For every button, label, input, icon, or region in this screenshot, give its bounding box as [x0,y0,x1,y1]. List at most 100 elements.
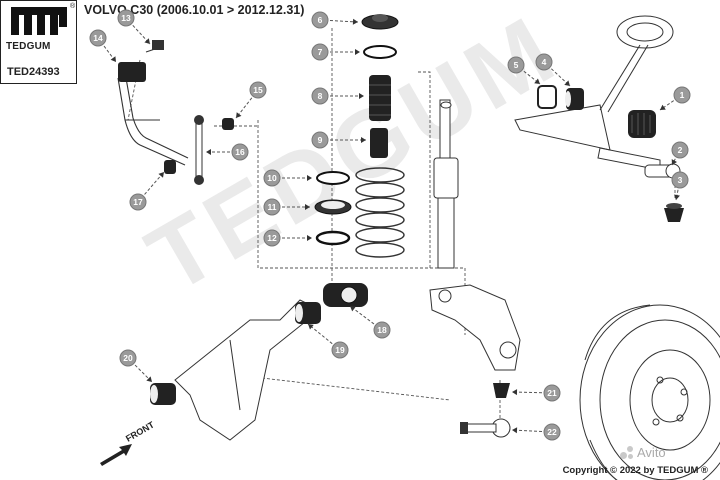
callout-bubble [89,29,107,47]
callout-bubble [231,143,249,161]
steering-knuckle [429,284,521,371]
callout-bubble [507,56,525,74]
callout-number: 18 [377,325,387,335]
part-ball-joint-22 [460,418,511,438]
logo-box: ® TEDGUM TED24393 [0,0,77,84]
front-arrow: FRONT [100,419,156,466]
arrowhead-icon [146,376,152,382]
arrowhead-icon [307,235,312,241]
part-spring-bearing [314,199,352,215]
wheel [579,304,720,480]
part-ball-joint-boot-3 [664,203,684,222]
part-stab-bushing-14 [118,47,159,82]
avito-watermark: Avito [620,445,666,460]
callout-number: 16 [235,147,245,157]
callout-bubble [311,11,329,29]
callout-number: 2 [678,145,683,155]
callout-4: 4 [535,53,571,87]
front-label: FRONT [124,419,156,443]
arrowhead-icon [359,93,364,99]
callout-bubble [263,198,281,216]
arrowhead-icon [534,78,540,84]
callout-bubble [117,9,135,27]
callout-number: 5 [514,60,519,70]
callout-3: 3 [671,171,689,201]
callout-number: 13 [121,13,131,23]
callout-number: 1 [680,90,685,100]
callout-bubble [311,87,329,105]
arrowhead-icon [144,38,150,44]
tedgum-logo-icon [11,7,67,35]
part-arm-bushing-19 [295,302,321,324]
callout-number: 12 [267,233,277,243]
part-stab-link [194,115,234,185]
callout-1: 1 [659,86,691,111]
arrowhead-icon [236,112,242,118]
shock-absorber [433,99,459,269]
part-top-mount [361,14,399,30]
callout-bubble [311,43,329,61]
callout-bubble [543,423,561,441]
callout-17: 17 [129,171,165,211]
callout-bubble [263,169,281,187]
part-stab-bracket-13 [152,40,164,50]
callout-number: 10 [267,173,277,183]
callout-number: 7 [318,47,323,57]
callout-21: 21 [511,384,561,402]
arrowhead-icon [564,80,570,86]
part-bearing [363,45,397,59]
arrowhead-icon [660,104,666,110]
part-code: TED24393 [7,66,60,78]
copyright-text: Copyright © 2022 by TEDGUM ® [562,465,708,476]
arrowhead-icon [355,49,360,55]
callout-bubble [331,341,349,359]
part-arm-bushing-20 [150,383,176,405]
callout-bubble [671,171,689,189]
callout-bubble [671,141,689,159]
part-ball-joint-boot-21 [493,383,510,398]
arrowhead-icon [158,172,164,178]
callout-bubble [311,131,329,149]
callout-number: 9 [318,135,323,145]
part-stab-mount-17 [164,160,176,174]
callout-10: 10 [263,169,312,187]
callout-9: 9 [311,131,366,149]
arrowhead-icon [307,175,312,181]
callout-13: 13 [117,9,151,45]
registered-mark: ® [70,3,76,10]
part-spring-seat-lower [315,230,351,246]
callout-number: 14 [93,33,103,43]
arrowhead-icon [361,137,366,143]
arrowhead-icon [350,306,356,312]
callout-number: 6 [318,15,323,25]
callout-bubble [373,321,391,339]
part-dust-boot [369,75,391,121]
lower-control-arm [174,299,321,441]
callout-number: 17 [133,197,143,207]
part-arm-bushing-18 [323,283,368,307]
part-bushing-5 [537,85,557,109]
part-bushing-4 [565,88,584,110]
callout-number: 15 [253,85,263,95]
brand-name: TEDGUM [6,41,51,52]
callout-22: 22 [511,423,561,441]
part-bump-stop [370,128,388,158]
callout-bubble [263,229,281,247]
coil-spring [355,167,405,258]
avito-text: Avito [637,445,666,460]
callout-16: 16 [206,143,249,161]
callout-number: 20 [123,353,133,363]
callout-12: 12 [263,229,312,247]
arrowhead-icon [671,159,677,165]
callout-bubble [543,384,561,402]
page-title: VOLVO C30 (2006.10.01 > 2012.12.31) [84,3,305,17]
callout-bubble [535,53,553,71]
callout-11: 11 [263,198,310,216]
callout-2: 2 [671,141,689,166]
callout-number: 8 [318,91,323,101]
callout-20: 20 [119,349,153,383]
callout-number: 11 [268,202,277,212]
